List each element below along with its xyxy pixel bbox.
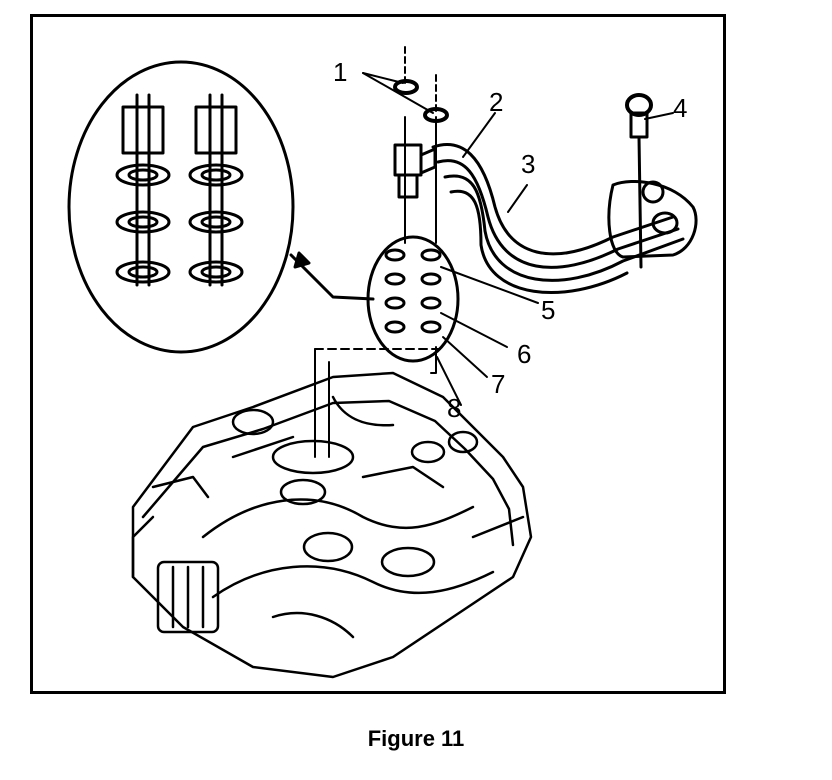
- figure-caption: Figure 11: [367, 726, 465, 751]
- inset-leader: [289, 253, 375, 301]
- callout-7: 7: [491, 369, 505, 399]
- injector-stack-left: [115, 93, 171, 287]
- injector-stack-right: [188, 93, 244, 287]
- seal-group: [366, 235, 460, 363]
- callout-5: 5: [541, 295, 555, 325]
- fuel-injector: [393, 143, 437, 199]
- callout-1: 1: [333, 57, 347, 87]
- figure-frame: 1 2 3 4 5 6 7 8: [30, 14, 726, 694]
- rail-bracket: [607, 180, 698, 259]
- callout-6: 6: [517, 339, 531, 369]
- callout-8: 8: [447, 393, 461, 423]
- bolt: [625, 93, 653, 269]
- intake-manifold: [131, 371, 533, 679]
- callout-2: 2: [489, 87, 503, 117]
- detail-inset: [67, 60, 295, 354]
- o-ring-lower: [423, 107, 449, 123]
- inset-leader-arrow: [293, 251, 311, 269]
- o-ring-upper: [393, 79, 419, 95]
- callout-4: 4: [673, 93, 687, 123]
- callout-3: 3: [521, 149, 535, 179]
- leader-lines: [362, 72, 674, 406]
- fuel-injector-diagram: 1 2 3 4 5 6 7 8: [67, 46, 698, 679]
- fuel-rail: [431, 143, 685, 295]
